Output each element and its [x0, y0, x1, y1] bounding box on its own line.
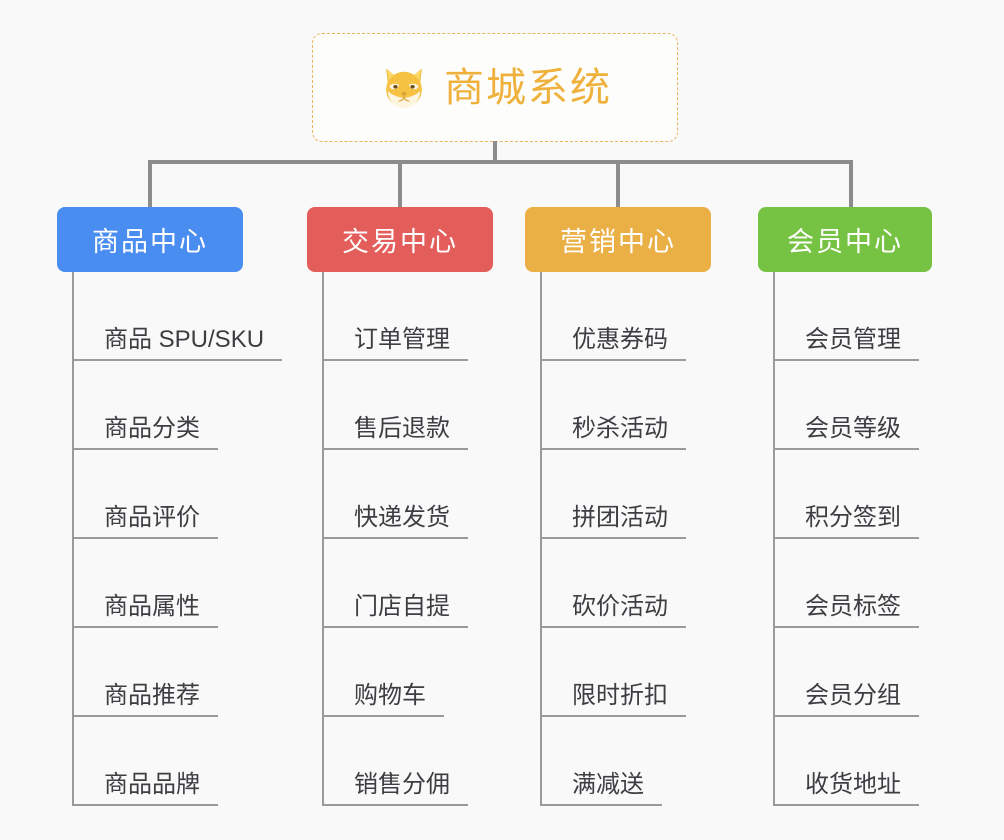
list-item[interactable]: 订单管理: [322, 272, 493, 361]
list-item[interactable]: 会员标签: [773, 539, 932, 628]
branch-column-2: 交易中心 订单管理 售后退款 快递发货 门店自提 购物车: [307, 207, 493, 806]
list-item[interactable]: 优惠券码: [540, 272, 711, 361]
leaf-label: 积分签到: [805, 504, 901, 531]
leaf-underline: [322, 448, 468, 450]
leaf-underline: [773, 626, 919, 628]
list-item[interactable]: 商品评价: [72, 450, 282, 539]
leaf-label: 会员等级: [805, 415, 901, 442]
connector-horizontal-bus: [148, 160, 853, 164]
branch-column-4: 会员中心 会员管理 会员等级 积分签到 会员标签 会员分组: [758, 207, 932, 806]
list-item[interactable]: 商品推荐: [72, 628, 282, 717]
branch-body-1: 商品 SPU/SKU 商品分类 商品评价 商品属性 商品推荐 商品品牌: [72, 272, 282, 806]
branch-body-4: 会员管理 会员等级 积分签到 会员标签 会员分组 收货地址: [773, 272, 932, 806]
leaf-label: 优惠券码: [572, 326, 668, 353]
leaf-underline: [773, 715, 919, 717]
branch-column-3: 营销中心 优惠券码 秒杀活动 拼团活动 砍价活动 限时折扣: [525, 207, 711, 806]
connector-drop-3: [616, 160, 620, 208]
leaf-underline: [540, 359, 686, 361]
branch-header-2[interactable]: 交易中心: [307, 207, 493, 272]
list-item[interactable]: 商品属性: [72, 539, 282, 628]
leaf-label: 限时折扣: [572, 682, 668, 709]
root-title: 商城系统: [444, 65, 612, 110]
leaf-label: 商品属性: [104, 593, 200, 620]
leaf-underline: [773, 537, 919, 539]
list-item[interactable]: 积分签到: [773, 450, 932, 539]
leaf-underline: [72, 804, 218, 806]
leaf-underline: [540, 715, 686, 717]
leaf-label: 会员分组: [805, 682, 901, 709]
leaf-label: 订单管理: [354, 326, 450, 353]
leaf-underline: [322, 715, 444, 717]
leaf-underline: [72, 537, 218, 539]
leaf-underline: [322, 359, 468, 361]
leaf-label: 商品品牌: [104, 771, 200, 798]
list-item[interactable]: 满减送: [540, 717, 711, 806]
leaf-label: 售后退款: [354, 415, 450, 442]
leaf-underline: [72, 448, 218, 450]
leaf-underline: [72, 715, 218, 717]
connector-drop-1: [148, 160, 152, 208]
branch-body-3: 优惠券码 秒杀活动 拼团活动 砍价活动 限时折扣 满减送: [540, 272, 711, 806]
list-item[interactable]: 商品品牌: [72, 717, 282, 806]
leaf-label: 商品推荐: [104, 682, 200, 709]
leaf-underline: [322, 804, 468, 806]
leaf-label: 商品评价: [104, 504, 200, 531]
list-item[interactable]: 商品分类: [72, 361, 282, 450]
branch-header-3[interactable]: 营销中心: [525, 207, 711, 272]
root-node[interactable]: 商城系统: [312, 33, 678, 142]
leaf-underline: [72, 359, 282, 361]
list-item[interactable]: 会员分组: [773, 628, 932, 717]
leaf-label: 商品分类: [104, 415, 200, 442]
leaf-underline: [540, 804, 662, 806]
leaf-underline: [773, 448, 919, 450]
leaf-label: 销售分佣: [354, 771, 450, 798]
connector-drop-4: [849, 160, 853, 208]
list-item[interactable]: 快递发货: [322, 450, 493, 539]
leaf-label: 收货地址: [805, 771, 901, 798]
leaf-underline: [322, 626, 468, 628]
list-item[interactable]: 限时折扣: [540, 628, 711, 717]
list-item[interactable]: 秒杀活动: [540, 361, 711, 450]
leaf-label: 商品 SPU/SKU: [104, 326, 265, 353]
leaf-label: 购物车: [354, 682, 426, 709]
branch-body-2: 订单管理 售后退款 快递发货 门店自提 购物车 销售分佣: [322, 272, 493, 806]
list-item[interactable]: 门店自提: [322, 539, 493, 628]
list-item[interactable]: 售后退款: [322, 361, 493, 450]
leaf-underline: [540, 537, 686, 539]
leaf-underline: [540, 626, 686, 628]
leaf-label: 会员管理: [805, 326, 901, 353]
connector-root-stem: [493, 141, 497, 163]
leaf-underline: [72, 626, 218, 628]
leaf-label: 满减送: [572, 771, 644, 798]
list-item[interactable]: 收货地址: [773, 717, 932, 806]
branch-header-4[interactable]: 会员中心: [758, 207, 932, 272]
leaf-underline: [322, 537, 468, 539]
leaf-label: 秒杀活动: [572, 415, 668, 442]
list-item[interactable]: 砍价活动: [540, 539, 711, 628]
list-item[interactable]: 会员管理: [773, 272, 932, 361]
leaf-underline: [773, 359, 919, 361]
leaf-label: 会员标签: [805, 593, 901, 620]
leaf-label: 门店自提: [354, 593, 450, 620]
shiba-dog-face-icon: [386, 68, 422, 107]
leaf-label: 砍价活动: [572, 593, 668, 620]
list-item[interactable]: 销售分佣: [322, 717, 493, 806]
leaf-underline: [773, 804, 919, 806]
leaf-underline: [540, 448, 686, 450]
connector-drop-2: [398, 160, 402, 208]
list-item[interactable]: 会员等级: [773, 361, 932, 450]
leaf-label: 拼团活动: [572, 504, 668, 531]
list-item[interactable]: 购物车: [322, 628, 493, 717]
branch-column-1: 商品中心 商品 SPU/SKU 商品分类 商品评价 商品属性 商品推荐: [57, 207, 282, 806]
leaf-label: 快递发货: [354, 504, 450, 531]
list-item[interactable]: 商品 SPU/SKU: [72, 272, 282, 361]
branch-header-1[interactable]: 商品中心: [57, 207, 243, 272]
list-item[interactable]: 拼团活动: [540, 450, 711, 539]
